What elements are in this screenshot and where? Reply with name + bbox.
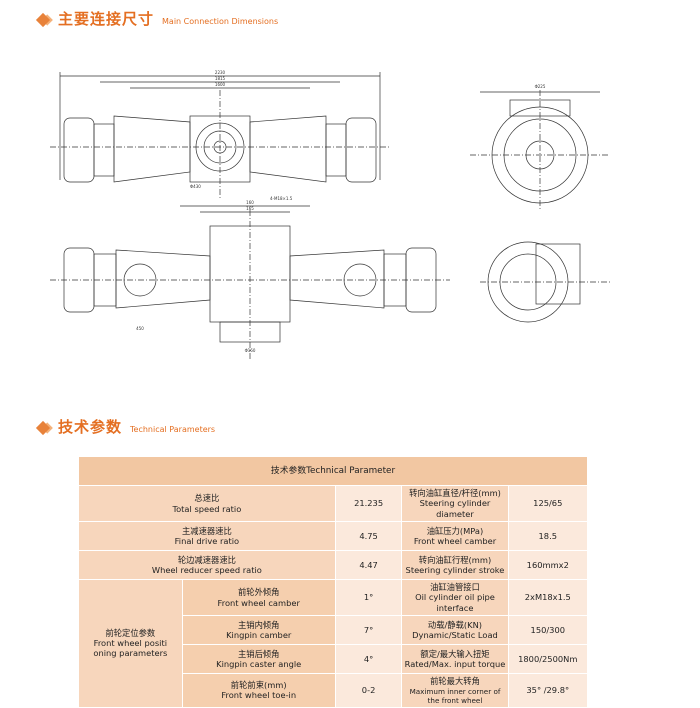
- param-value: 2xM18x1.5: [507, 579, 589, 617]
- param-value: 4.75: [334, 521, 403, 552]
- param-value: 4°: [334, 644, 403, 675]
- dim-label: 1600: [215, 82, 226, 87]
- param-value: 160mmx2: [507, 550, 589, 581]
- param-value: 35° /29.8°: [507, 673, 589, 708]
- dim-label: Φ430: [190, 184, 201, 189]
- param-value: 7°: [334, 615, 403, 646]
- section-heading-parameters: 技术参数 Technical Parameters: [35, 416, 216, 437]
- diamond-icon: [35, 12, 51, 28]
- param-value: 1°: [334, 579, 403, 617]
- param-label: 前轮前束(mm)Front wheel toe-in: [181, 673, 336, 708]
- dim-label: 2230: [215, 70, 226, 75]
- dim-label: Φ225: [535, 84, 546, 89]
- axle-drawing-svg: 2230 1815 1600 Φ430 4-M18×1.5 Φ225 160 1…: [50, 70, 610, 360]
- dim-label: Φ160: [245, 348, 256, 353]
- param-value: 150/300: [507, 615, 589, 646]
- section-title-en: Technical Parameters: [130, 425, 216, 434]
- section-title-cn: 主要连接尺寸: [58, 10, 155, 28]
- param-label: 油缸压力(MPa)Front wheel camber: [401, 521, 509, 552]
- table-title: 技术参数Technical Parameter: [78, 456, 588, 486]
- dim-label: 160: [246, 200, 254, 205]
- dim-label: 1815: [215, 76, 226, 81]
- section-title-cn: 技术参数: [58, 418, 123, 436]
- param-value: 4.47: [334, 550, 403, 581]
- param-value: 18.5: [507, 521, 589, 552]
- dim-label: 450: [136, 326, 144, 331]
- section-heading-dimensions: 主要连接尺寸 Main Connection Dimensions: [35, 8, 279, 29]
- diamond-icon: [35, 420, 51, 436]
- dim-label: 165: [246, 206, 254, 211]
- dimension-drawing: 2230 1815 1600 Φ430 4-M18×1.5 Φ225 160 1…: [40, 60, 650, 380]
- param-value: 21.235: [334, 484, 403, 523]
- dim-label: 4-M18×1.5: [270, 196, 293, 201]
- param-label: 动载/静载(KN)Dynamic/Static Load: [401, 615, 509, 646]
- param-value: 125/65: [507, 484, 589, 523]
- param-label: 转向油缸直径/杆径(mm)Steering cylinder diameter: [401, 484, 509, 523]
- table-header-row: 技术参数Technical Parameter: [78, 456, 588, 486]
- param-value: 0-2: [334, 673, 403, 708]
- param-value: 1800/2500Nm: [507, 644, 589, 675]
- param-label: 转向油缸行程(mm)Steering cylinder stroke: [401, 550, 509, 581]
- section-title-en: Main Connection Dimensions: [162, 17, 279, 26]
